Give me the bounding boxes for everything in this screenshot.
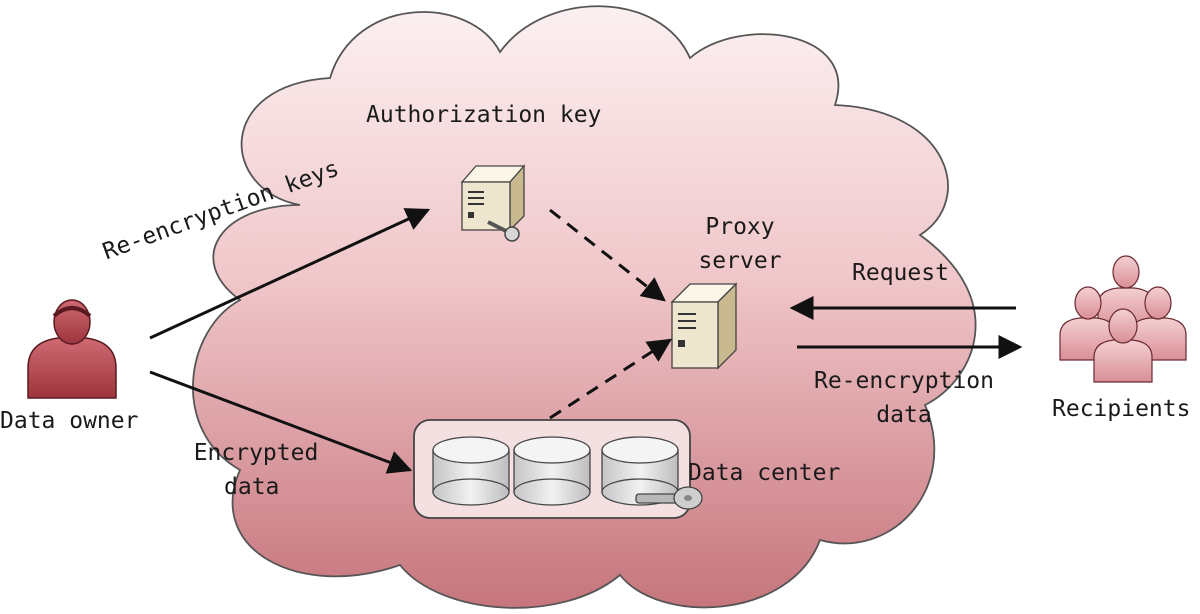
- database-drum-2: [513, 436, 591, 506]
- authorization-server-icon: [460, 164, 526, 232]
- arrow-encrypted-data: [149, 370, 413, 474]
- data-center-key-icon: [635, 486, 703, 510]
- reencryption-data-label-line1: Re-encryption: [813, 368, 994, 394]
- database-drum-1: [432, 436, 510, 506]
- encrypted-data-label-line1: Encrypted: [193, 440, 319, 466]
- data-center-database-icon: [413, 419, 703, 519]
- data-owner-label: Data owner: [0, 408, 139, 434]
- database-drum-3: [601, 436, 679, 506]
- proxy-server-icon: [670, 282, 738, 370]
- recipients-label: Recipients: [1052, 396, 1191, 422]
- arrow-auth-to-proxy: [549, 208, 666, 302]
- arrow-reencryption-keys: [149, 208, 431, 340]
- data-owner-user-icon: [27, 299, 117, 399]
- encrypted-data-label-line2: data: [224, 474, 280, 500]
- request-label: Request: [852, 260, 949, 286]
- recipients-group-icon: [1059, 255, 1187, 383]
- proxy-server-label-line1: Proxy: [705, 214, 775, 240]
- proxy-server-label-line2: server: [698, 248, 782, 274]
- proxy-server-label: Proxy server: [690, 210, 790, 278]
- reencryption-data-label-line2: data: [876, 402, 932, 428]
- authorization-key-icon: [487, 220, 520, 242]
- authorization-key-label: Authorization key: [366, 102, 602, 128]
- encrypted-data-label: Encrypted data: [186, 436, 326, 504]
- reencryption-data-label: Re-encryption data: [796, 364, 1012, 432]
- recipient-person-front: [1093, 308, 1153, 383]
- arrow-datacenter-to-proxy: [549, 338, 673, 420]
- data-center-label: Data center: [688, 460, 841, 486]
